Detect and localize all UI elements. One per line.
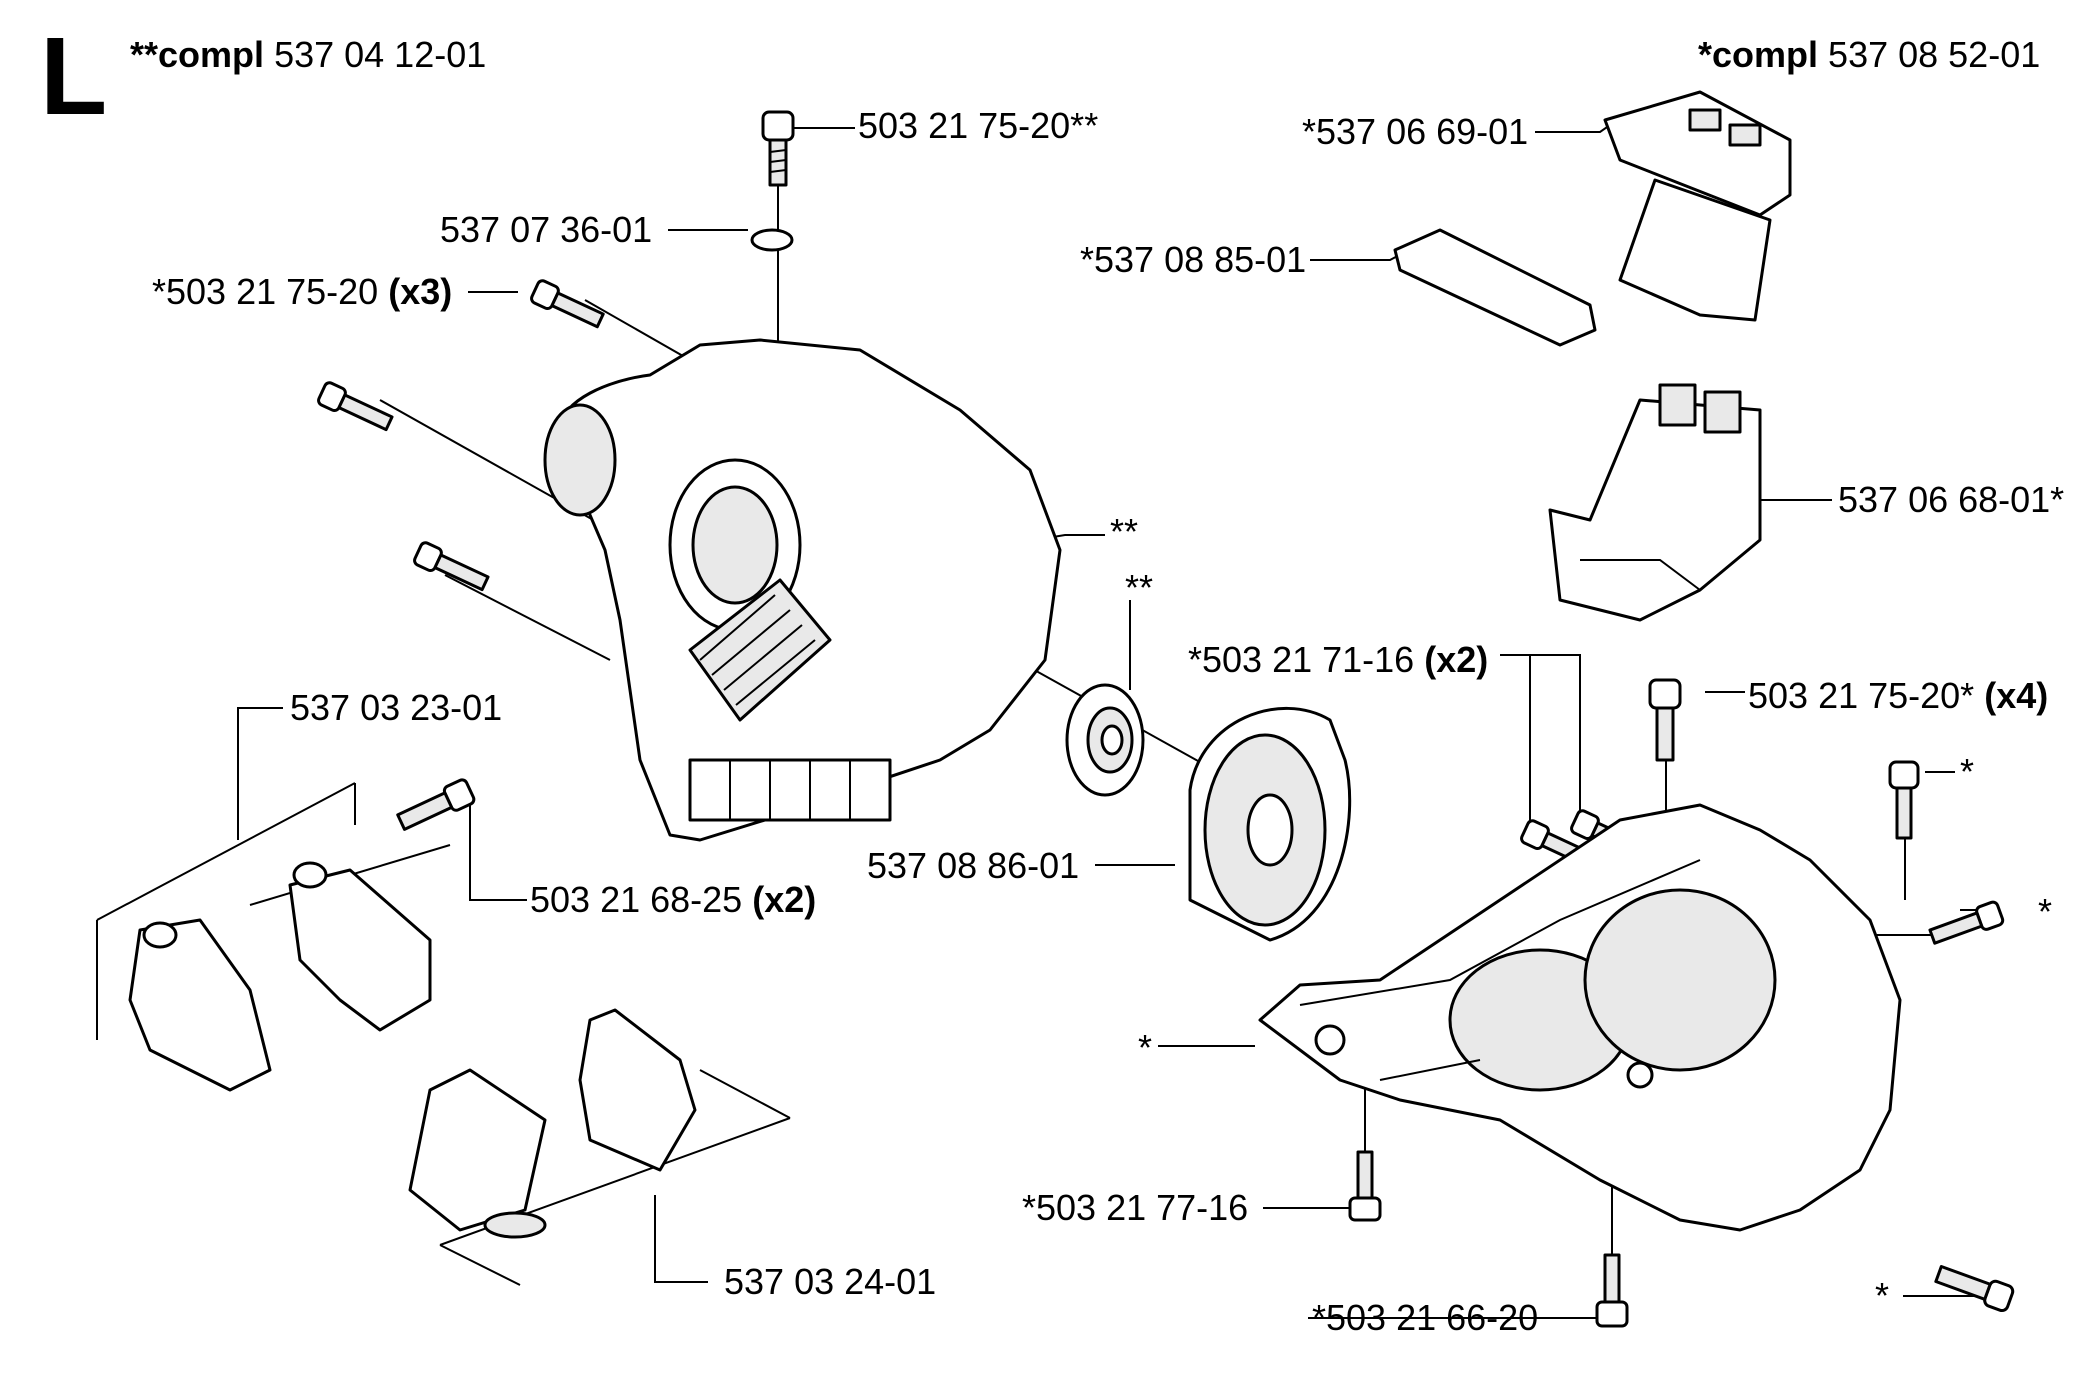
label-screws-x4-qty: (x4)	[1984, 675, 2049, 716]
label-gasket-small: *537 08 85-01	[1080, 239, 1307, 280]
bearing-shape	[1065, 683, 1145, 797]
header-right-part: 537 08 52-01	[1828, 34, 2041, 75]
label-gasket-top: *537 06 69-01	[1302, 111, 1529, 152]
label-screw-bottom1: *503 21 77-16	[1022, 1187, 1249, 1228]
screw-clamp-shape	[396, 778, 476, 831]
label-seal-hub: 537 08 86-01	[867, 845, 1080, 886]
header-left-prefix: **compl	[130, 34, 265, 75]
intake-cover-shape	[1548, 383, 1762, 622]
label-screws-x3-part: *503 21 75-20	[152, 271, 379, 312]
label-mark-b: *	[2038, 891, 2053, 932]
label-screws-x3-qty: (x3)	[388, 271, 453, 312]
label-screws-x2-part: *503 21 71-16	[1188, 639, 1415, 680]
label-screw-bottom2: *503 21 66-20	[1312, 1297, 1539, 1338]
screw-right-angled	[1928, 900, 2005, 945]
ring-shape	[750, 228, 794, 252]
label-clamp-set: 537 03 23-01	[290, 687, 503, 728]
label-mark-c: *	[1138, 1027, 1153, 1068]
clamp-shapes	[128, 861, 432, 1092]
seal-hub-shape	[1188, 706, 1352, 942]
label-screw-clamp: 503 21 68-25 (x2)	[530, 880, 816, 920]
label-bolt-top: 503 21 75-20**	[858, 105, 1099, 146]
screw-housing-3	[413, 541, 490, 592]
label-screw-clamp-part: 503 21 68-25	[530, 879, 743, 920]
label-screws-x2-qty: (x2)	[1424, 639, 1489, 680]
label-intake-cover: 537 06 68-01*	[1838, 479, 2065, 520]
label-mark-d: *	[1875, 1275, 1890, 1316]
label-screws-x3: *503 21 75-20 (x3)	[152, 272, 452, 312]
crankcase-half-right-shape	[1258, 803, 1902, 1232]
header-right: *compl 537 08 52-01	[1698, 35, 2040, 75]
screw-housing-1	[530, 279, 605, 329]
screw-bottom2-shape	[1595, 1253, 1629, 1328]
crankcase-half-left-shape	[543, 338, 1062, 842]
screw-right-vertical	[1888, 760, 1920, 840]
label-bushing-set: 537 03 24-01	[724, 1261, 937, 1302]
label-bearing-mark: **	[1125, 567, 1154, 608]
bushing-shapes	[408, 1008, 697, 1239]
label-screw-clamp-qty: (x2)	[752, 879, 817, 920]
gasket-small-shape	[1393, 228, 1597, 347]
screw-bottom-right	[1934, 1264, 2015, 1313]
section-letter: L	[40, 15, 108, 138]
screw-x4-shape	[1648, 678, 1682, 762]
header-left: **compl 537 04 12-01	[130, 35, 486, 75]
bolt-top-shape	[761, 110, 795, 187]
label-ring: 537 07 36-01	[440, 209, 653, 250]
label-screws-x2: *503 21 71-16 (x2)	[1188, 640, 1488, 680]
header-right-prefix: *compl	[1698, 34, 1819, 75]
screw-shapes	[317, 110, 2015, 1328]
label-screws-x4: 503 21 75-20* (x4)	[1748, 676, 2048, 716]
label-mark-a: *	[1960, 751, 1975, 792]
label-housing-mark: **	[1110, 511, 1139, 552]
header-left-part: 537 04 12-01	[274, 34, 487, 75]
label-screws-x4-part: 503 21 75-20*	[1748, 675, 1975, 716]
screw-housing-2	[317, 381, 394, 432]
gasket-top-shape	[1603, 90, 1792, 322]
screw-bottom1-shape	[1348, 1150, 1382, 1222]
